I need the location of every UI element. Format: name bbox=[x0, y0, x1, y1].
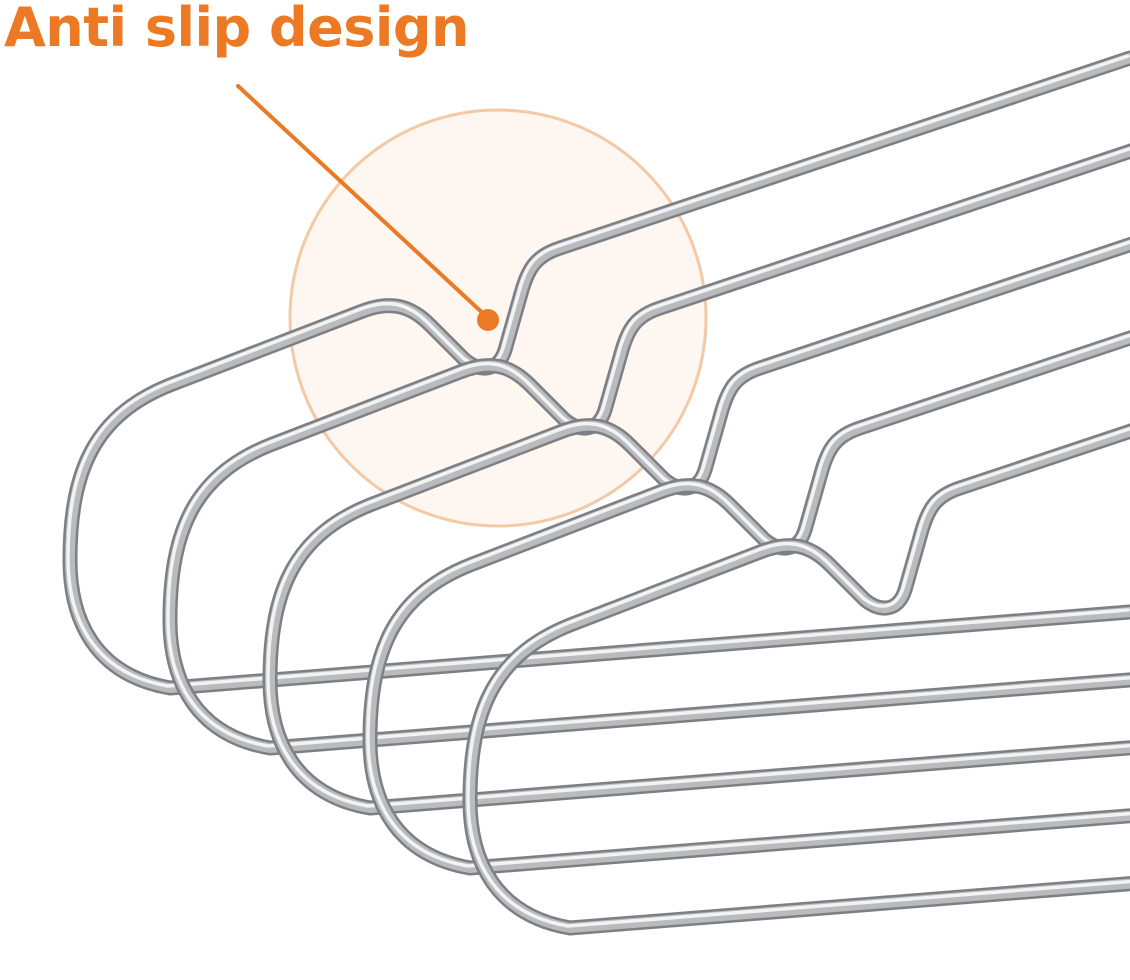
hanger-stack bbox=[62, 50, 1130, 936]
hanger-wire bbox=[266, 240, 1130, 808]
caption-title: Anti slip design bbox=[4, 0, 470, 59]
hanger-5 bbox=[462, 423, 1130, 936]
hanger-2 bbox=[162, 143, 1130, 756]
hanger-wire bbox=[466, 426, 1130, 928]
hanger-4 bbox=[362, 330, 1130, 876]
pointer-dot bbox=[477, 309, 499, 331]
hanger-wire bbox=[166, 146, 1130, 748]
hanger-3 bbox=[262, 236, 1130, 816]
hanger-wire bbox=[66, 54, 1130, 688]
hanger-1 bbox=[62, 50, 1130, 696]
hanger-wire bbox=[366, 333, 1130, 868]
pointer-line bbox=[236, 84, 490, 320]
